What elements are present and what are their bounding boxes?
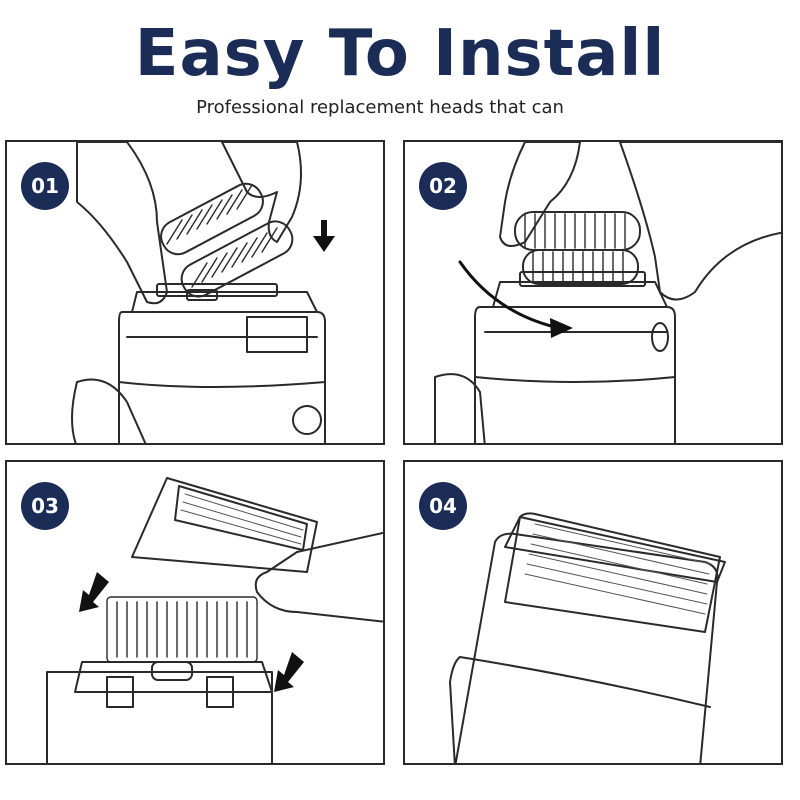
left-hand (499, 142, 581, 247)
cutter-blades (514, 211, 641, 285)
step-1-badge: 01 (21, 162, 69, 210)
cutter-blades (160, 182, 294, 298)
blade-comb (106, 596, 258, 663)
left-hand (76, 142, 168, 305)
step-4-illustration (449, 512, 726, 763)
right-hand (619, 142, 781, 301)
step-2-illustration (434, 142, 781, 443)
rotate-arrow-icon (458, 260, 573, 338)
step-4-panel: 04 (403, 460, 783, 765)
page-title: Easy To Install (134, 17, 666, 91)
step-1-illustration (71, 142, 335, 443)
lower-hand (434, 373, 486, 443)
shaver-body (118, 311, 326, 443)
foil-surface (504, 512, 721, 633)
step-1-panel: 01 (5, 140, 385, 445)
head-base (131, 291, 318, 313)
right-hand (221, 142, 302, 243)
side-button (651, 322, 669, 352)
step-2-badge: 02 (419, 162, 467, 210)
step-3-badge: 03 (21, 482, 69, 530)
down-arrow-icon (313, 220, 335, 252)
power-button (292, 405, 322, 435)
foil-head (131, 477, 318, 573)
shaver-body (474, 306, 676, 443)
step-2-panel: 02 (403, 140, 783, 445)
step-3-panel: 03 (5, 460, 385, 765)
right-down-arrow-icon (274, 652, 304, 692)
shaver-body (454, 532, 719, 763)
lower-hand (71, 378, 147, 443)
step-3-illustration (46, 477, 383, 763)
shaver-body (46, 671, 273, 763)
step-4-badge: 04 (419, 482, 467, 530)
left-down-arrow-icon (79, 572, 109, 612)
page-subtitle: Professional replacement heads that can (196, 97, 564, 118)
hand-holding-head (254, 531, 383, 623)
